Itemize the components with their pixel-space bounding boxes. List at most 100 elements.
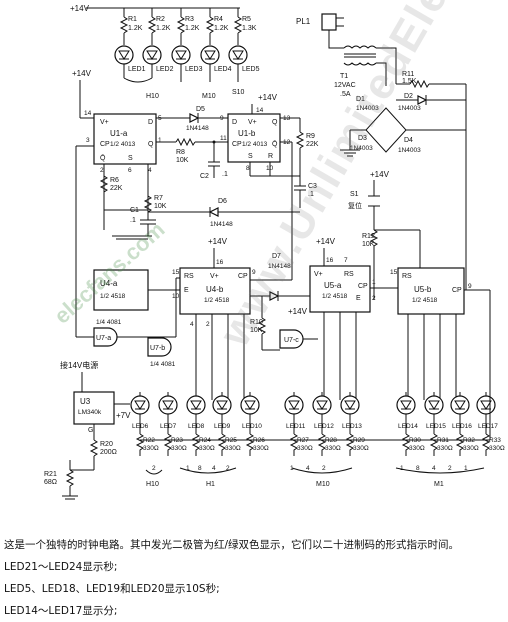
- bridge-rectifier: [340, 107, 466, 157]
- transformer-voltage: 12VAC: [334, 82, 356, 89]
- d7-name: D7: [272, 253, 281, 260]
- group-s10-top: S10: [232, 89, 245, 96]
- u1a-pin2: 2: [100, 167, 104, 174]
- d5-part: 1N4148: [186, 125, 209, 132]
- d7-part: 1N4148: [268, 263, 291, 270]
- bit-weight-label: 2: [152, 465, 156, 472]
- led1-label: LED1: [128, 66, 146, 73]
- d4-name: D4: [404, 137, 413, 144]
- bit-weight-label: 1: [400, 465, 404, 472]
- r2-name: R2: [156, 16, 165, 23]
- group-h10-bottom: H10: [146, 481, 159, 488]
- resistor-value-16: 330Ω: [463, 445, 479, 452]
- group-h10-top: H10: [146, 93, 159, 100]
- u1b-qbar: Q̄: [272, 140, 278, 148]
- resistor-value-13: 330Ω: [353, 445, 369, 452]
- resistor-value-6: 330Ω: [143, 445, 159, 452]
- r12-name: R12: [362, 233, 375, 240]
- u1b-pin8: 8: [246, 165, 250, 172]
- d5-r8-network: D5 1N4148 R8 10K C2 .1: [170, 106, 228, 180]
- v7-label: +7V: [116, 411, 131, 420]
- u1a-cp: CP: [100, 141, 110, 148]
- led-label-13: LED13: [342, 423, 362, 430]
- r5-name: R5: [242, 16, 251, 23]
- u4b-outpin-2: 2: [206, 321, 210, 328]
- u1a-q: Q: [148, 141, 154, 148]
- led-label-7: LED7: [160, 423, 177, 430]
- u1a-pin3: 3: [86, 137, 90, 144]
- u1b-s: S: [248, 153, 253, 160]
- r7-value: 10K: [154, 203, 167, 210]
- u1a-flipflop: +14V V+ CP U1-a 1/2 4013 D Q Q̄ S 14 5 1…: [72, 69, 200, 320]
- u5a-name: U5-a: [324, 281, 342, 290]
- u1b-part: 1/2 4013: [242, 141, 268, 148]
- bit-weight-label: 1: [464, 465, 468, 472]
- u4b-pin15: 15: [172, 269, 180, 276]
- resistor-value-9: 330Ω: [225, 445, 241, 452]
- r11-value: 1.5K: [402, 78, 417, 85]
- u4b-rs: RS: [184, 273, 194, 280]
- plug-icon: [321, 13, 344, 49]
- led-label-15: LED15: [426, 423, 446, 430]
- d1-part: 1N4003: [356, 105, 379, 112]
- u7b-name: U7-b: [150, 345, 165, 352]
- u1b-cp: CP: [232, 141, 242, 148]
- r11-name: R11: [402, 71, 414, 78]
- resistor-value-10: 330Ω: [253, 445, 269, 452]
- s1-power-label: +14V: [370, 170, 390, 179]
- led-label-12: LED12: [314, 423, 334, 430]
- u1a-part: 1/2 4013: [110, 141, 136, 148]
- bit-weight-label: 2: [322, 465, 326, 472]
- bit-weight-label: 8: [416, 465, 420, 472]
- led5-label: LED5: [242, 66, 260, 73]
- led-label-6: LED6: [132, 423, 149, 430]
- u7b-gate: U7-b 1/4 4081: [147, 337, 176, 368]
- bit-weight-label: 8: [198, 465, 202, 472]
- bit-weight-label: 2: [448, 465, 452, 472]
- u5a-vplus: V+: [314, 271, 323, 278]
- led2-symbol: [142, 45, 162, 78]
- led1-symbol: [114, 45, 134, 78]
- r9-value: 22K: [306, 141, 319, 148]
- c1-value: .1: [130, 217, 136, 224]
- d6-part: 1N4148: [210, 221, 233, 228]
- c2-name: C2: [200, 173, 209, 180]
- d6-diode: D6 1N4148: [148, 198, 300, 228]
- s1-name: S1: [350, 191, 359, 198]
- r10-name: R10: [250, 319, 263, 326]
- power-supply-section: PL1 T1 12VAC .5A R11 1.5K D2 1N4003: [296, 13, 467, 290]
- d5-name: D5: [196, 106, 205, 113]
- r1-value: 1.2K: [128, 25, 143, 32]
- u5b-pin15: 15: [390, 269, 398, 276]
- bit-weight-label: 4: [212, 465, 216, 472]
- u7-power-label: +14V: [288, 307, 308, 316]
- power-label-top: +14V: [70, 4, 90, 13]
- resistor-value-14: 330Ω: [409, 445, 425, 452]
- u1a-pin4: 4: [148, 167, 152, 174]
- r6-value: 22K: [110, 185, 123, 192]
- supply-14v-note: 接14V电源: [60, 360, 98, 370]
- s1-label: 复位: [348, 201, 362, 210]
- led-label-17: LED17: [478, 423, 498, 430]
- u4a-name: U4-a: [100, 279, 118, 288]
- description-line-2: LED21～LED24显示秒;: [4, 561, 118, 573]
- u5a-rs: RS: [344, 271, 354, 278]
- resistor-value-17: 330Ω: [489, 445, 505, 452]
- plug-label: PL1: [296, 17, 311, 26]
- top-led-section: +14V R1 1.2K R2 1.2K R3 1.2K R4 1.2K R5 …: [70, 4, 260, 100]
- u5a-power-label: +14V: [316, 237, 336, 246]
- resistor-value-12: 330Ω: [325, 445, 341, 452]
- led5-symbol: [228, 45, 248, 82]
- u4a-counter: U4-a 1/2 4518: [93, 269, 180, 311]
- r6-name: R6: [110, 177, 119, 184]
- u5a-pin1: 1: [372, 279, 376, 286]
- u1a-pin14: 14: [84, 110, 92, 117]
- u1b-power-label: +14V: [258, 93, 278, 102]
